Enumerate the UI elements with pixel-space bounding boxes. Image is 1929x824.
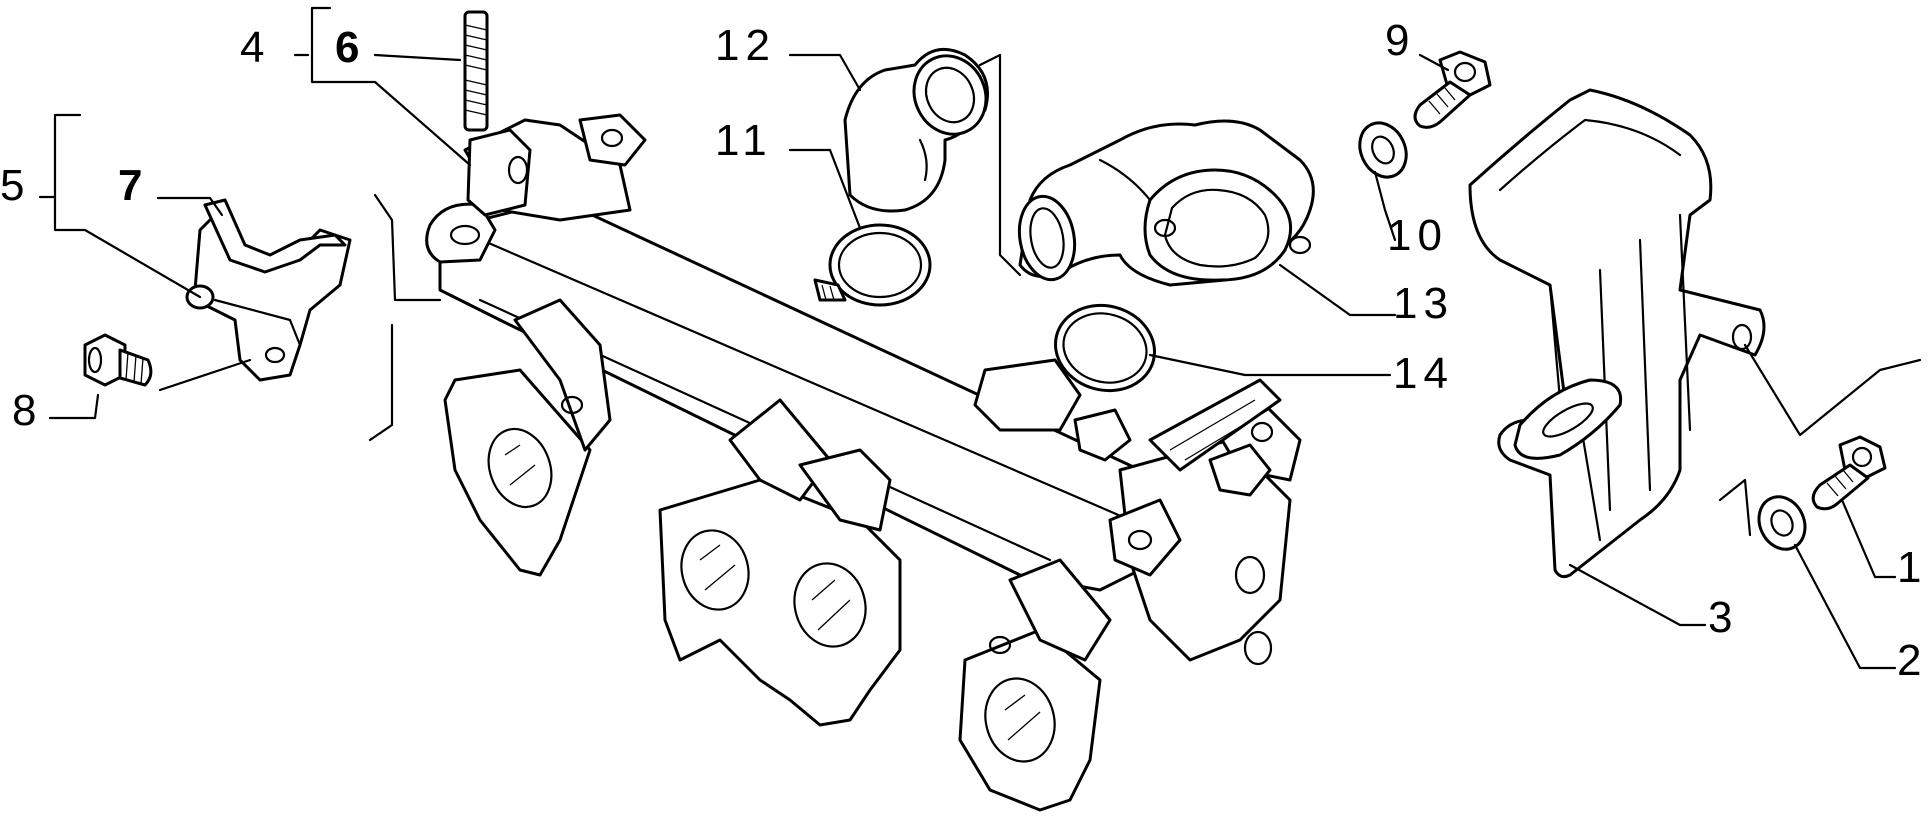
bolt-9 (1413, 50, 1492, 129)
callout-14: 14 (1393, 349, 1454, 398)
bolt-1 (1811, 435, 1887, 511)
callout-11: 11 (715, 116, 773, 165)
bracket-7 (185, 198, 352, 382)
callout-4: 4 (240, 23, 270, 72)
callout-12: 12 (715, 21, 776, 70)
callout-7: 7 (118, 161, 148, 210)
callout-5: 5 (0, 161, 30, 210)
leader-lines (38, 6, 1922, 670)
stud-6 (463, 10, 489, 132)
callout-10: 10 (1387, 211, 1448, 260)
washer-2 (1757, 495, 1807, 551)
callout-3: 3 (1708, 593, 1738, 642)
o-ring-14 (1053, 303, 1157, 393)
callout-9: 9 (1385, 16, 1415, 65)
hose-clamp-11 (813, 223, 932, 307)
callout-13: 13 (1393, 279, 1454, 328)
thermostat-housing-13 (1017, 119, 1315, 287)
bolt-8 (83, 333, 153, 387)
callout-1: 1 (1897, 543, 1927, 592)
callout-6: 6 (335, 23, 365, 72)
hose-elbow-12 (843, 47, 989, 213)
callout-8: 8 (12, 386, 42, 435)
washer-10 (1358, 121, 1408, 179)
heat-shield-3 (1468, 88, 1766, 579)
callout-labels: 4 6 5 7 8 12 11 9 10 13 14 3 1 2 (0, 16, 1927, 685)
intake-manifold (425, 113, 1302, 812)
callout-2: 2 (1897, 636, 1927, 685)
